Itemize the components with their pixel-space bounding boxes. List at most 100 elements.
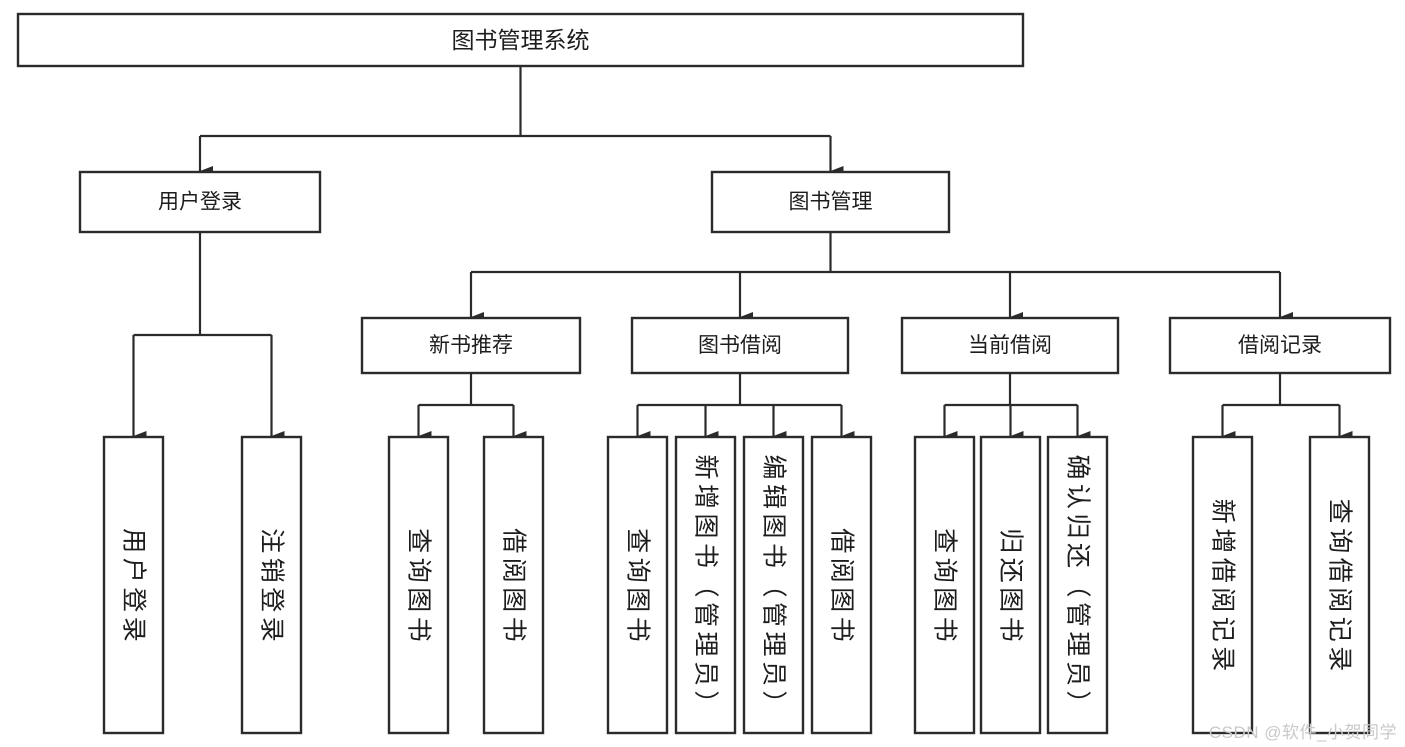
node-user-login[interactable]: 用户登录 [78,170,322,234]
node-book-borrow[interactable]: 图书借阅 [630,316,850,375]
connector-group-book-manage [469,232,1293,322]
node-box [360,316,582,375]
node-label-char: 增 [1209,528,1237,553]
node-label-char: 员 [1064,661,1092,686]
node-label-char: 归 [1064,513,1092,538]
node-label-char: 还 [997,558,1025,583]
node-box [674,435,737,735]
node-label-char: 询 [931,558,959,583]
node-box [1308,435,1371,735]
connector-group-book-borrow [636,373,855,441]
connector-group-root [198,66,844,176]
node-label-char: 录 [1209,646,1237,671]
node-label: 用户登录 [158,191,242,214]
node-label-char: 阅 [1326,587,1354,612]
node-label-char: 编 [760,454,788,479]
csdn-watermark: CSDN @软件_小贺同学 [1208,723,1397,742]
node-label-char: 图 [931,587,959,612]
node-box [387,435,450,735]
node-label-char: 图 [500,587,528,612]
node-label-char: 理 [1064,631,1092,656]
node-label-char: 书 [692,543,720,568]
node-label-char: 查 [931,528,959,553]
node-root[interactable]: 图书管理系统 [16,12,1025,68]
node-box [810,435,873,735]
node-label-char: ） [692,690,720,715]
node-box [1191,435,1254,735]
node-label-char: 询 [624,558,652,583]
node-label: 新书推荐 [429,334,513,357]
node-label-char: 确 [1064,454,1092,479]
node-label-char: 阅 [500,558,528,583]
node-label-char: 户 [120,558,148,583]
node-label: 图书管理 [789,191,873,214]
edge-layer [132,66,1353,441]
node-label-char: 书 [405,617,433,642]
node-label-char: 增 [692,484,720,509]
connector-group-current-borrow [943,373,1091,441]
node-label-char: 记 [1326,617,1354,642]
node-label-char: 登 [120,587,148,612]
node-current-borrow[interactable]: 当前借阅 [900,316,1120,375]
node-label-char: 借 [500,528,528,553]
node-box [979,435,1042,735]
node-label-char: 理 [692,631,720,656]
node-label: 图书借阅 [698,334,782,357]
node-label-char: 新 [692,454,720,479]
connector-group-new-book-rec [417,373,527,441]
node-borrow-record[interactable]: 借阅记录 [1168,316,1392,375]
node-label-char: 查 [1326,499,1354,524]
node-box [913,435,976,735]
node-new-book-rec[interactable]: 新书推荐 [360,316,582,375]
node-label-char: 查 [405,528,433,553]
node-label-char: 图 [997,587,1025,612]
node-box [16,12,1025,68]
node-book-manage[interactable]: 图书管理 [710,170,951,234]
node-label-char: 新 [1209,499,1237,524]
node-label-char: 理 [760,631,788,656]
node-label-char: 书 [760,543,788,568]
node-label-char: 归 [997,528,1025,553]
node-label-char: （ [760,572,788,597]
node-label-char: 录 [258,617,286,642]
node-layer: 图书管理系统用户登录图书管理新书推荐图书借阅当前借阅借阅记录用户登录注销登录查询… [16,12,1392,735]
node-box [606,435,669,735]
node-label-char: 借 [1326,558,1354,583]
node-label-char: 认 [1064,484,1092,509]
connector-group-user-login [132,232,285,441]
node-label-char: 登 [258,587,286,612]
node-label-char: 图 [692,513,720,538]
node-box [710,170,951,234]
node-label-char: 还 [1064,543,1092,568]
node-box [482,435,545,735]
node-label-char: 图 [624,587,652,612]
node-label-char: 员 [760,661,788,686]
node-box [1168,316,1392,375]
node-label-char: 辑 [760,484,788,509]
node-label-char: 录 [1326,646,1354,671]
node-label-char: 用 [120,528,148,553]
node-label-char: 管 [692,602,720,627]
node-box [630,316,850,375]
node-label-char: 注 [258,528,286,553]
node-label-char: 阅 [1209,587,1237,612]
node-box [78,170,322,234]
node-label-char: 图 [405,587,433,612]
node-label-char: （ [1064,572,1092,597]
node-leaf-user-login[interactable]: 用户登录 [102,435,165,735]
node-label-char: 书 [931,617,959,642]
